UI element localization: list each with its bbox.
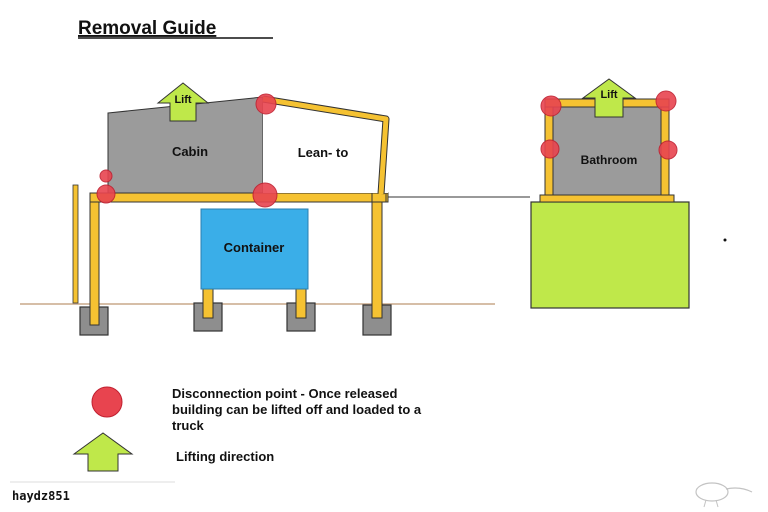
page-title: Removal Guide <box>78 18 216 39</box>
legend-disconnection-line1: Disconnection point - Once released <box>172 386 397 401</box>
legend-disconnection-icon <box>91 386 123 418</box>
legend-disconnection-line2: building can be lifted off and loaded to… <box>172 402 422 417</box>
legend-lifting-direction: Lifting direction <box>176 449 274 464</box>
bathroom-base <box>530 201 690 309</box>
lean-to-label: Lean- to <box>298 145 349 160</box>
disconnection-point <box>658 140 678 160</box>
credit-username: haydz851 <box>12 489 70 503</box>
bathroom-floor-beam <box>539 194 675 203</box>
support-post <box>72 184 79 304</box>
bathroom-label: Bathroom <box>581 153 638 167</box>
kiwi-watermark-icon <box>695 482 753 508</box>
bathroom-box <box>551 105 664 199</box>
cabin-label: Cabin <box>172 144 208 159</box>
disconnection-point <box>255 93 277 115</box>
deck-beam <box>89 192 389 203</box>
support-post <box>202 285 214 319</box>
disconnection-point <box>252 182 278 208</box>
disconnection-point <box>96 184 116 204</box>
lean-to-frame <box>262 96 389 195</box>
lean-to-area <box>263 97 388 193</box>
legend-disconnection-line3: truck <box>172 418 205 433</box>
lift-arrow-icon <box>156 82 210 122</box>
support-post <box>295 285 307 319</box>
container-label: Container <box>224 240 285 255</box>
disconnection-point <box>655 90 677 112</box>
container-box <box>200 208 309 290</box>
support-post <box>89 194 100 326</box>
stray-dot <box>723 238 727 242</box>
disconnection-point <box>99 169 113 183</box>
legend-lift-arrow-icon <box>72 432 134 472</box>
lift-arrow-icon <box>581 78 637 118</box>
support-post <box>371 189 383 319</box>
lift-label: Lift <box>174 94 191 106</box>
disconnection-point <box>540 139 560 159</box>
disconnection-point <box>540 95 562 117</box>
lift-label: Lift <box>600 89 617 101</box>
